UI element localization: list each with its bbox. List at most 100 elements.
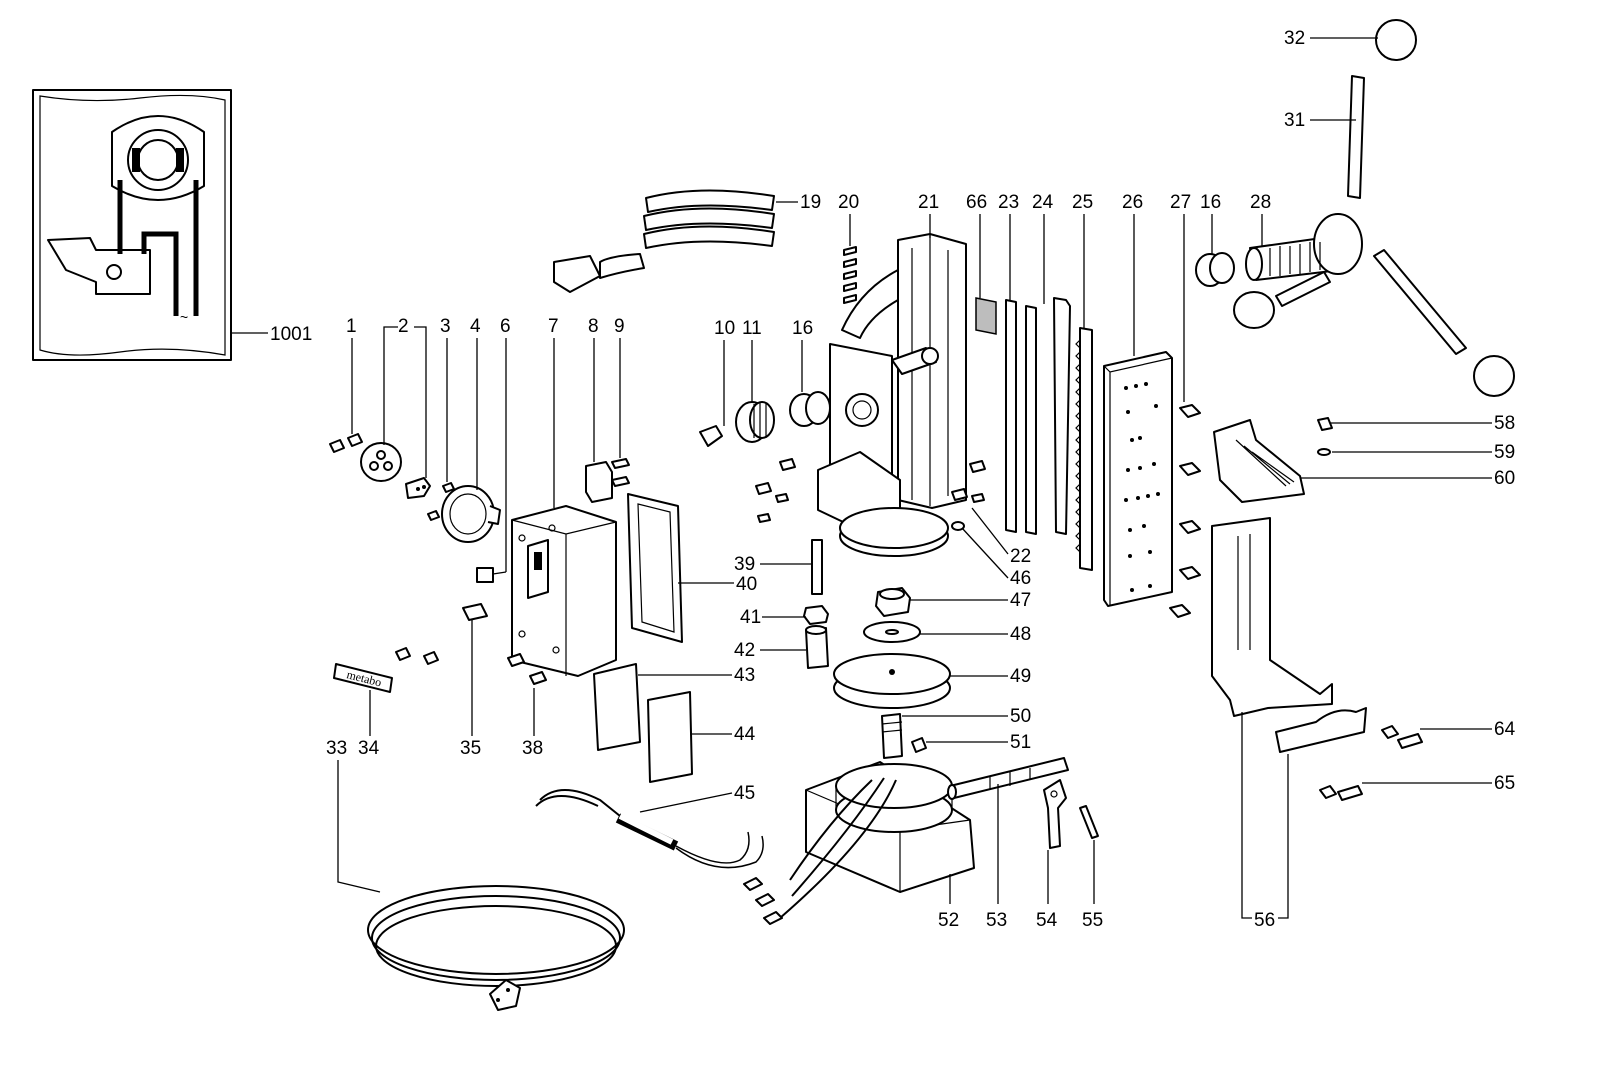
label-56: 56 [1254,910,1275,931]
label-49: 49 [1010,666,1031,687]
column-plate-holes [1124,382,1160,592]
label-41: 41 [740,607,761,628]
label-59: 59 [1494,442,1515,463]
label-9: 9 [614,316,625,337]
label-65: 65 [1494,773,1515,794]
rail-23 [1005,299,1017,533]
screw-10 [699,425,723,447]
plate-49 [833,653,951,709]
label-27: 27 [1170,192,1191,213]
label-26: 26 [1122,192,1143,213]
column-plate-26 [1103,351,1173,607]
housing-box-7 [511,505,617,677]
label-66: 66 [966,192,987,213]
label-34: 34 [358,738,380,759]
magnet-base-52 [805,761,975,893]
label-55: 55 [1082,910,1103,931]
label-46: 46 [1010,568,1031,589]
label-53: 53 [986,910,1007,931]
svg-text:~: ~ [180,309,188,325]
bracket-8 [585,461,613,503]
plate-66 [975,297,997,335]
label-54: 54 [1036,910,1058,931]
ball-knob-32 [1375,19,1515,397]
label-19: 19 [800,192,821,213]
label-22: 22 [1010,546,1031,567]
label-16b: 16 [1200,192,1221,213]
label-1: 1 [346,316,357,337]
label-11: 11 [742,318,762,339]
label-28: 28 [1250,192,1271,213]
handle-hub-28 [1233,213,1363,329]
rack-25 [1075,327,1093,571]
brush-holder-2 [360,442,431,499]
rail-24b [1053,297,1071,535]
label-35: 35 [460,738,481,759]
plate-44 [647,691,693,783]
screw-58 [1317,417,1333,431]
switch-6 [476,567,494,583]
label-38: 38 [522,738,543,759]
screw-51 [911,737,927,753]
drill-stand-21 [817,233,967,557]
shaft-53 [947,757,1069,800]
label-40: 40 [736,574,757,595]
label-58: 58 [1494,413,1515,434]
stator-ring-4 [441,485,501,543]
label-25: 25 [1072,192,1093,213]
nut-41 [803,605,829,625]
label-32: 32 [1284,28,1305,49]
label-51: 51 [1010,732,1031,753]
springs-20 [843,246,857,304]
plug-35 [462,603,488,621]
power-cord-33 [367,789,625,1011]
sleeve-42 [805,625,829,669]
coil-wires [743,777,897,925]
plate-43 [593,663,641,751]
gasket-40 [627,493,683,643]
label-47: 47 [1010,590,1031,611]
label-16a: 16 [792,318,813,339]
label-42: 42 [734,640,755,661]
label-64: 64 [1494,719,1516,740]
rail-24 [1025,305,1037,535]
label-4: 4 [470,316,481,337]
label-1001: 1001 [270,324,312,345]
label-8: 8 [588,316,599,337]
stud-50 [881,713,903,759]
label-7: 7 [548,316,559,337]
logo-plate-34: metabo [333,663,393,693]
bushing-16 [789,391,831,427]
label-43: 43 [734,665,755,686]
label-21: 21 [918,192,939,213]
small-screws-1 [329,433,363,453]
label-52: 52 [938,910,959,931]
label-39: 39 [734,554,755,575]
label-33: 33 [326,738,347,759]
washer-48 [863,621,921,643]
label-6: 6 [500,316,511,337]
label-44: 44 [734,724,756,745]
label-60: 60 [1494,468,1515,489]
threaded-rod-39 [811,539,823,595]
cable-45 [615,813,764,869]
label-3: 3 [440,316,451,337]
label-48: 48 [1010,624,1031,645]
label-31: 31 [1284,110,1305,131]
wiring-inset: ~ [32,89,232,361]
label-23: 23 [998,192,1019,213]
bushing-16b [1195,252,1235,287]
lever-31 [1347,75,1467,355]
label-50: 50 [1010,706,1031,727]
screws-27 [1169,404,1201,618]
label-2: 2 [398,316,409,337]
strap-19 [553,189,775,293]
label-10: 10 [714,318,735,339]
washer-59 [1317,448,1331,456]
pin-55 [1079,805,1099,839]
column-bracket-56 [1211,517,1367,753]
nut-47 [875,587,911,617]
lever-54 [1043,779,1067,849]
bracket-60 [1213,419,1305,503]
